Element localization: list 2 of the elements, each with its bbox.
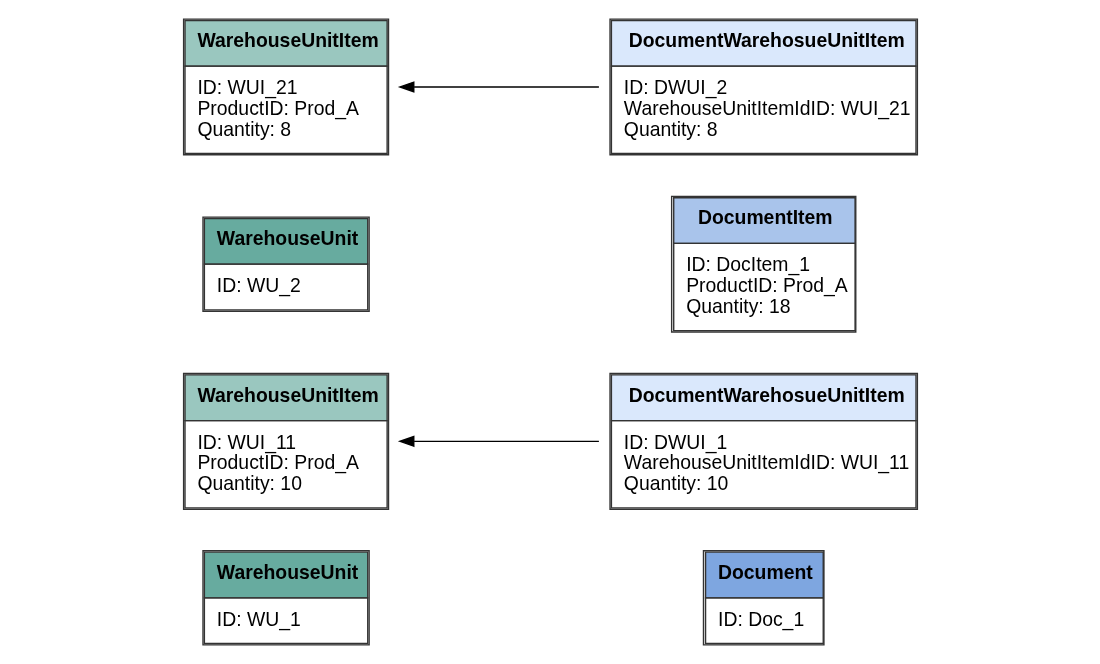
arrow	[397, 435, 600, 448]
arrow	[397, 81, 600, 93]
